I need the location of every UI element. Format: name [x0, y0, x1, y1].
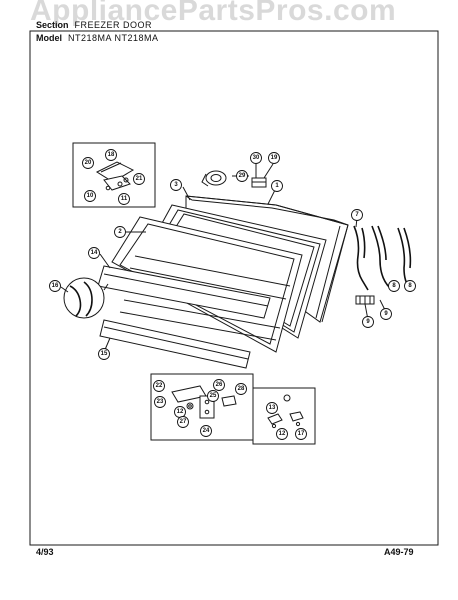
callout-12-b: 12 [276, 428, 288, 440]
callout-17: 17 [295, 428, 307, 440]
callout-10: 10 [84, 190, 96, 202]
svg-text:24: 24 [203, 428, 210, 434]
callout-29: 29 [236, 170, 248, 182]
callout-26: 26 [213, 379, 225, 391]
lower-shelf-bar [99, 319, 251, 369]
svg-text:1: 1 [275, 183, 279, 189]
svg-text:8: 8 [392, 283, 396, 289]
svg-text:10: 10 [87, 193, 94, 199]
callout-21: 21 [133, 173, 145, 185]
svg-text:26: 26 [216, 382, 223, 388]
callout-8-b: 8 [404, 280, 416, 292]
callout-15: 15 [98, 348, 110, 360]
callout-9-a: 9 [380, 308, 392, 320]
callout-19: 19 [268, 152, 280, 164]
door-shelf [97, 265, 271, 319]
callout-30: 30 [250, 152, 262, 164]
svg-text:18: 18 [108, 152, 115, 158]
svg-text:13: 13 [269, 405, 276, 411]
callout-3: 3 [170, 179, 182, 191]
svg-text:8: 8 [408, 283, 412, 289]
shelf-end-cap [63, 277, 109, 319]
svg-text:29: 29 [239, 173, 246, 179]
model-value: NT218MA NT218MA [68, 33, 159, 43]
model-label: Model [36, 33, 62, 43]
svg-text:9: 9 [384, 311, 388, 317]
callout-18: 18 [105, 149, 117, 161]
svg-text:16: 16 [52, 283, 59, 289]
svg-text:25: 25 [210, 393, 217, 399]
svg-text:12: 12 [279, 431, 286, 437]
callout-25: 25 [207, 390, 219, 402]
svg-text:30: 30 [253, 155, 260, 161]
svg-text:20: 20 [85, 160, 92, 166]
callout-16: 16 [49, 280, 61, 292]
section-label: Section [36, 20, 69, 30]
svg-text:11: 11 [121, 196, 128, 202]
callout-22: 22 [153, 380, 165, 392]
svg-text:22: 22 [156, 383, 163, 389]
callout-1: 1 [271, 180, 283, 192]
svg-text:15: 15 [101, 351, 108, 357]
door-stop-assembly [201, 170, 267, 188]
callout-13: 13 [266, 402, 278, 414]
callout-23: 23 [154, 396, 166, 408]
callout-12-a: 12 [174, 406, 186, 418]
callout-11: 11 [118, 193, 130, 205]
callout-28: 28 [235, 383, 247, 395]
inset-hinge-pin-hardware [252, 387, 316, 445]
inner-door-liner [111, 216, 303, 353]
callout-20: 20 [82, 157, 94, 169]
svg-text:17: 17 [298, 431, 305, 437]
section-line: Section FREEZER DOOR [36, 20, 152, 30]
model-line: Model NT218MA NT218MA [36, 33, 159, 43]
svg-text:2: 2 [118, 229, 122, 235]
callout-14: 14 [88, 247, 100, 259]
callout-27: 27 [177, 416, 189, 428]
section-value: FREEZER DOOR [74, 20, 153, 30]
svg-text:28: 28 [238, 386, 245, 392]
inset-hinge-hardware-top [72, 142, 156, 208]
callout-7: 7 [351, 209, 363, 221]
svg-text:12: 12 [177, 409, 184, 415]
callout-24: 24 [200, 425, 212, 437]
svg-text:7: 7 [355, 212, 359, 218]
callout-2: 2 [114, 226, 126, 238]
svg-text:19: 19 [271, 155, 278, 161]
svg-text:23: 23 [157, 399, 164, 405]
svg-text:3: 3 [174, 182, 178, 188]
revision-date: 4/93 [36, 547, 54, 557]
svg-text:14: 14 [91, 250, 98, 256]
callout-9-b: 9 [362, 316, 374, 328]
svg-text:21: 21 [136, 176, 143, 182]
callout-8-a: 8 [388, 280, 400, 292]
page-code: A49-79 [384, 547, 414, 557]
door-handle-parts [353, 225, 412, 305]
inset-lower-hinge [150, 373, 254, 441]
svg-text:27: 27 [180, 419, 187, 425]
page-frame [29, 30, 439, 546]
svg-text:9: 9 [366, 319, 370, 325]
